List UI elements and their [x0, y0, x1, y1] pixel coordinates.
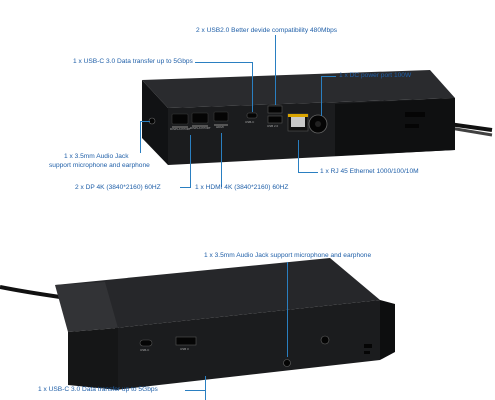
- rj45-led: [288, 114, 308, 117]
- front-usbc-label: 1 x USB-C 3.0 Data transfer up to 5Gbps: [38, 386, 158, 393]
- usb2-label: 2 x USB2.0 Better devide compatibility 4…: [196, 27, 338, 34]
- audio-callout-line-h: [140, 121, 150, 122]
- dc-power-label: 1 x DC power port 100W: [339, 72, 412, 79]
- front-usb-c-port: [139, 339, 153, 347]
- audio-callout-line-v: [140, 121, 141, 153]
- audio-jack-label-line1: 1 x 3.5mm Audio Jack: [64, 153, 129, 160]
- usb-c-port: [246, 112, 258, 119]
- dp-callout-line-v: [190, 135, 191, 187]
- front-port-caption-usbc: USB-C: [140, 348, 150, 352]
- power-button: [320, 335, 330, 345]
- hdmi-label: 1 x HDMI 4K (3840*2160) 60HZ: [195, 184, 289, 191]
- front-audio-jack: [283, 359, 291, 367]
- usbc-top-callout-line-v: [252, 62, 253, 112]
- usb2-callout-line: [275, 35, 276, 105]
- hdmi-port: [213, 111, 229, 122]
- dp-port-1: [171, 113, 189, 125]
- hdmi-callout-line-v: [221, 133, 222, 187]
- usb2-port-2: [267, 115, 283, 124]
- dc-callout-line-v: [321, 76, 322, 116]
- dc-callout-line-h: [321, 76, 336, 77]
- rj45-port-contacts: [291, 117, 305, 127]
- front-audio-label: 1 x 3.5mm Audio Jack support microphone …: [204, 252, 372, 259]
- front-usb3-port: [175, 336, 197, 346]
- port-caption-dp2: DISPLAYPORT: [190, 126, 211, 130]
- usb2-port-1: [267, 105, 283, 114]
- port-caption-usbc: USB-C: [245, 120, 255, 124]
- front-usbc-callout-line-v: [205, 376, 206, 400]
- usbc-top-label: 1 x USB-C 3.0 Data transfer up to 5Gbps: [73, 58, 193, 65]
- front-audio-callout-line: [287, 262, 288, 357]
- front-port-caption-usb3: USB 3: [180, 347, 189, 351]
- dp-label: 2 x DP 4K (3840*2160) 60HZ: [75, 184, 161, 191]
- dp-callout-line-h: [180, 187, 191, 188]
- dp-port-2: [191, 112, 209, 124]
- port-caption-hdmi: HDMI: [216, 125, 224, 129]
- rj45-callout-line-h: [298, 172, 318, 173]
- port-caption-dp1: DISPLAYPORT: [170, 127, 191, 131]
- rj45-callout-line-v: [298, 140, 299, 172]
- rj45-label: 1 x RJ 45 Ethernet 1000/100/10M: [320, 168, 419, 175]
- port-caption-usb2: USB 2.0: [267, 124, 279, 128]
- usbc-top-callout-line-h: [195, 62, 252, 63]
- front-usbc-callout-line-h: [185, 390, 205, 391]
- audio-jack-label-line2: support microphone and earphone: [49, 162, 150, 169]
